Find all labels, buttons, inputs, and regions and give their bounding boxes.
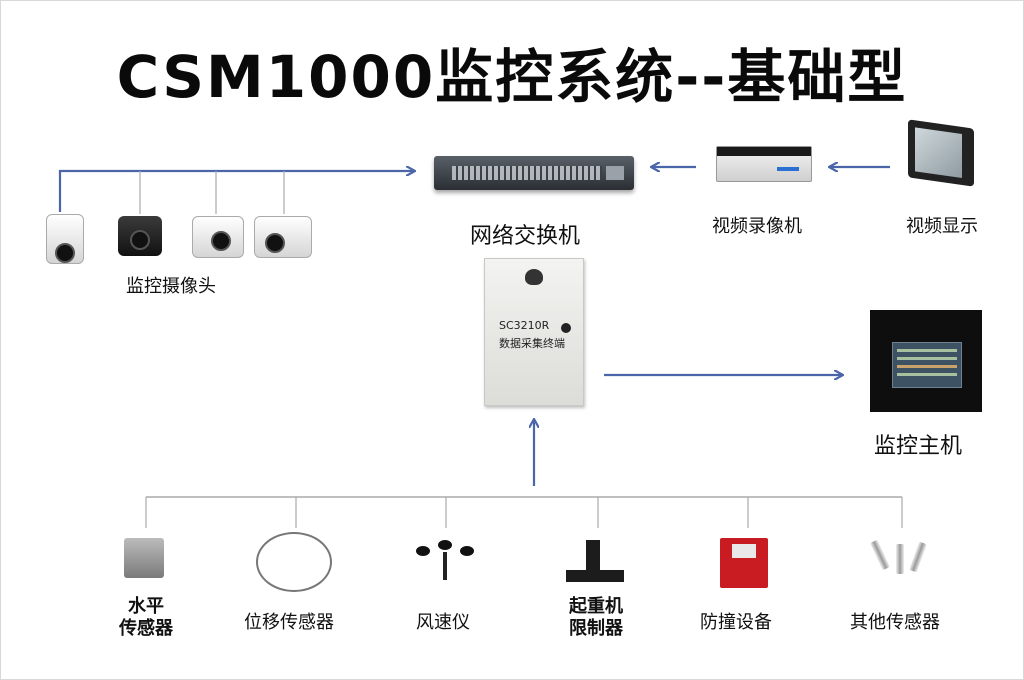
terminal-name: 数据采集终端 — [499, 337, 565, 350]
displacement-sensor-icon — [256, 532, 332, 592]
camera-icon — [118, 216, 162, 256]
sensor-label-limiter: 起重机限制器 — [569, 596, 623, 639]
data-terminal-icon: SC3210R 数据采集终端 — [484, 258, 584, 406]
camera-icon — [192, 216, 244, 258]
sensor-label-level: 水平传感器 — [119, 596, 173, 639]
crane-limiter-icon — [566, 540, 624, 590]
anti-collision-device-icon — [720, 538, 768, 588]
host-label: 监控主机 — [874, 434, 963, 459]
sensor-label-other: 其他传感器 — [850, 612, 940, 633]
display-label: 视频显示 — [906, 216, 978, 237]
level-sensor-icon — [124, 538, 164, 578]
terminal-model: SC3210R — [499, 319, 550, 332]
camera-bus-line — [58, 171, 414, 212]
sensor-label-anemometer: 风速仪 — [416, 612, 470, 633]
sensor-label-displacement: 位移传感器 — [244, 612, 334, 633]
switch-label: 网络交换机 — [470, 224, 581, 249]
nvr-label: 视频录像机 — [712, 216, 802, 237]
camera-icon — [46, 214, 84, 264]
other-sensors-icon — [870, 539, 928, 580]
video-recorder-icon — [716, 146, 812, 182]
network-switch-icon — [434, 156, 634, 190]
video-display-icon — [908, 119, 974, 187]
anemometer-icon — [416, 540, 474, 580]
camera-label: 监控摄像头 — [126, 276, 216, 297]
monitoring-host-icon — [870, 310, 982, 412]
page-title: CSM1000监控系统--基础型 — [116, 43, 908, 111]
camera-icon — [254, 216, 312, 258]
brand-logo-icon — [525, 269, 543, 285]
sensor-label-anticollision: 防撞设备 — [700, 612, 772, 633]
